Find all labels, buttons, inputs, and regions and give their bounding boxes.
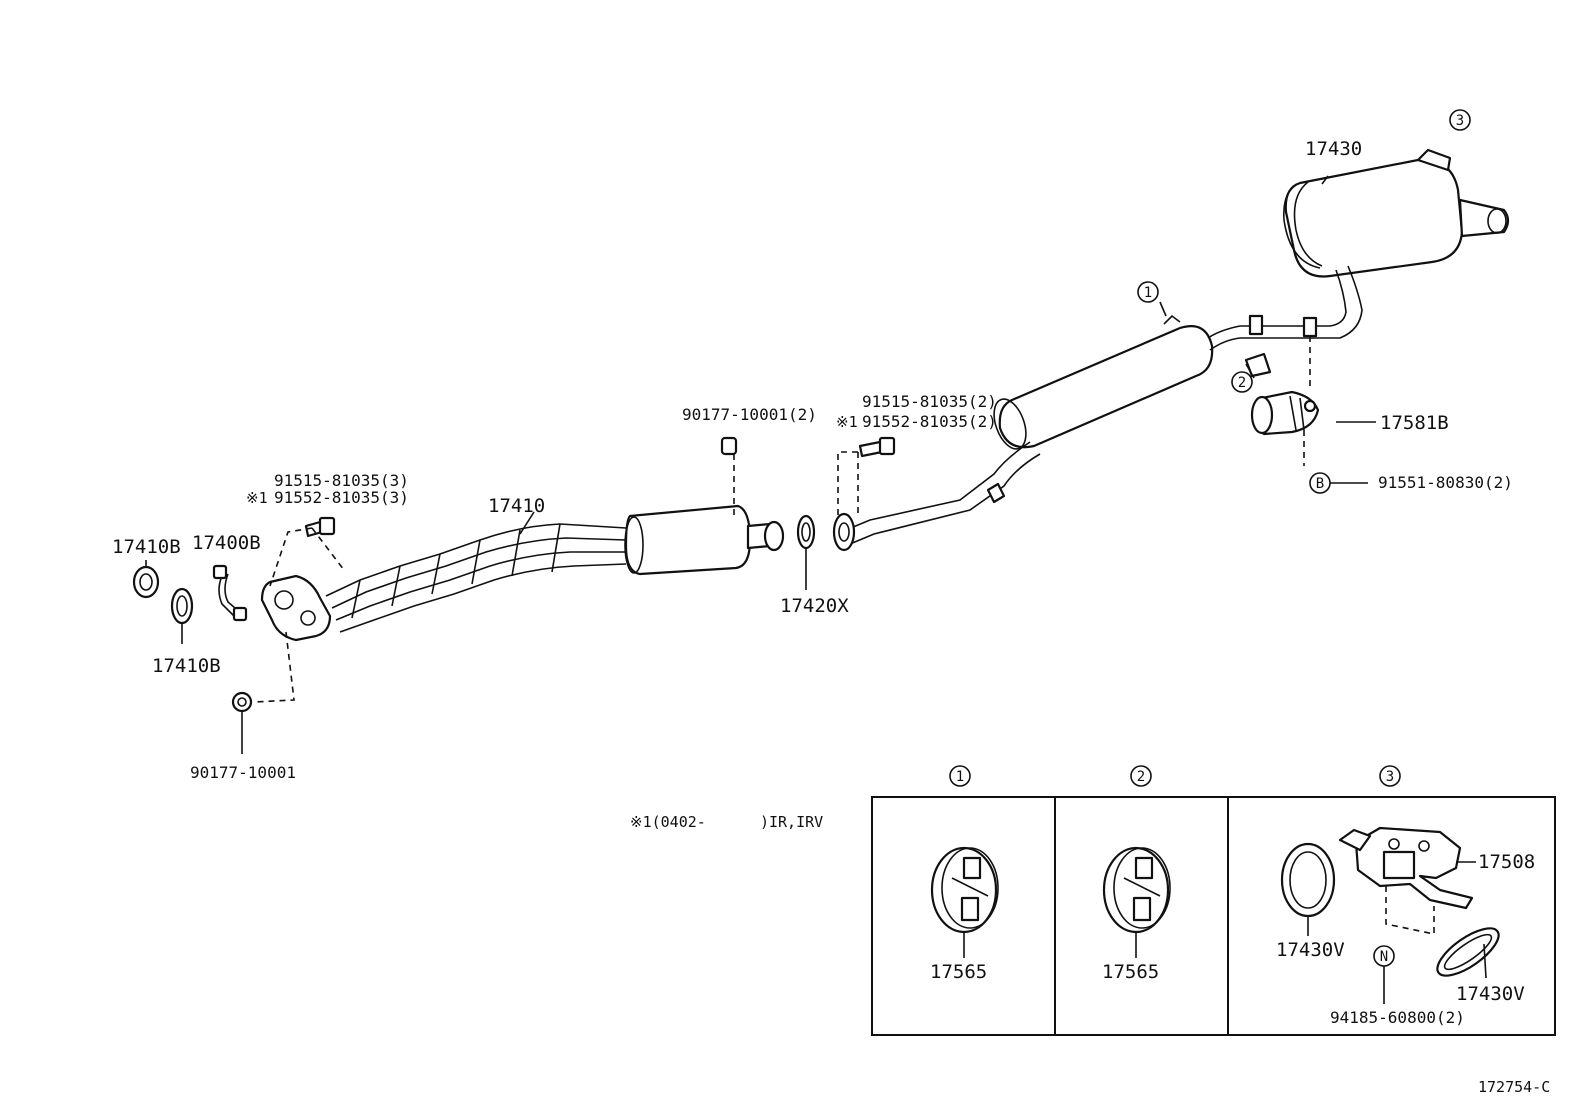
leader-lines	[145, 175, 1376, 754]
legend-callout-2: 2	[1130, 765, 1152, 787]
label-91515-2: 91515-81035(2)	[862, 392, 997, 411]
hanger-17565-box1: 17565	[930, 846, 999, 983]
label-91551: 91551-80830(2)	[1378, 473, 1513, 492]
gasket-17420x	[796, 514, 816, 550]
label-17400b: 17400B	[192, 532, 261, 554]
label-17581b: 17581B	[1380, 412, 1449, 434]
callout-circle-3: 3	[1449, 109, 1471, 131]
note-mark-2: ※1	[246, 489, 268, 507]
bolt-91515-front	[304, 516, 336, 538]
front-pipe-17410	[260, 504, 785, 642]
label-17410b-top: 17410B	[112, 536, 181, 558]
part-labels: 17430 17581B 91551-80830(2) 91515-81035(…	[112, 138, 1550, 1096]
rear-muffler-17430	[1240, 148, 1510, 339]
label-17410b-bottom: 17410B	[152, 655, 221, 677]
note-mark-1: ※1	[836, 413, 858, 431]
gasket-17410b-top	[132, 565, 160, 599]
label-91552-2: 91552-81035(2)	[862, 412, 997, 431]
gasket-17430v-left: 17430V	[1276, 842, 1345, 961]
svg-text:3: 3	[1386, 769, 1394, 785]
label-91552-3: 91552-81035(3)	[274, 488, 409, 507]
bolt-91515-mid	[858, 436, 896, 458]
bracket-17400b	[212, 564, 248, 622]
label-94185: 94185-60800(2)	[1330, 1008, 1465, 1027]
svg-text:2: 2	[1137, 769, 1145, 785]
svg-text:1: 1	[956, 769, 964, 785]
gasket-17430v-right: 17430V	[1436, 927, 1525, 1005]
label-17430: 17430	[1305, 138, 1362, 160]
callout-circle-n: N	[1373, 945, 1395, 1004]
legend-boxes: 1 2 3 17565 17565	[871, 765, 1556, 1036]
label-17420x: 17420X	[780, 595, 849, 617]
nut-90177-mid	[720, 436, 738, 456]
svg-text:2: 2	[1238, 375, 1246, 391]
label-90177: 90177-10001	[190, 763, 296, 782]
callout-circle-1: 1	[1137, 281, 1159, 303]
label-17508: 17508	[1478, 851, 1535, 873]
label-90177-2: 90177-10001(2)	[682, 405, 817, 424]
center-pipe-silencer	[832, 314, 1318, 552]
label-17410: 17410	[488, 495, 545, 517]
applicability-note: ※1(0402- )IR,IRV	[630, 813, 823, 831]
hanger-17565-box2: 17565	[1102, 846, 1171, 983]
svg-text:N: N	[1380, 949, 1388, 965]
nut-90177-front	[231, 691, 253, 713]
label-17430v-left: 17430V	[1276, 939, 1345, 961]
callout-circle-2: 2	[1231, 371, 1253, 393]
dashed-assembly-lines	[253, 336, 1311, 703]
legend-callout-3: 3	[1379, 765, 1401, 787]
legend-callout-1: 1	[949, 765, 971, 787]
gasket-17410b-bottom	[170, 587, 194, 625]
callout-circle-b: B	[1309, 472, 1331, 494]
svg-text:B: B	[1316, 476, 1324, 492]
label-17565-box2: 17565	[1102, 961, 1159, 983]
label-91515-3: 91515-81035(3)	[274, 471, 409, 490]
bracket-17508: 17508	[1338, 826, 1535, 935]
svg-text:3: 3	[1456, 113, 1464, 129]
callout-circles: 1 2 3 B	[1137, 109, 1471, 494]
label-17430v-right: 17430V	[1456, 983, 1525, 1005]
sensor-17581b	[1250, 390, 1320, 436]
svg-text:1: 1	[1144, 285, 1152, 301]
label-17565-box1: 17565	[930, 961, 987, 983]
figure-code: 172754-C	[1478, 1078, 1550, 1096]
